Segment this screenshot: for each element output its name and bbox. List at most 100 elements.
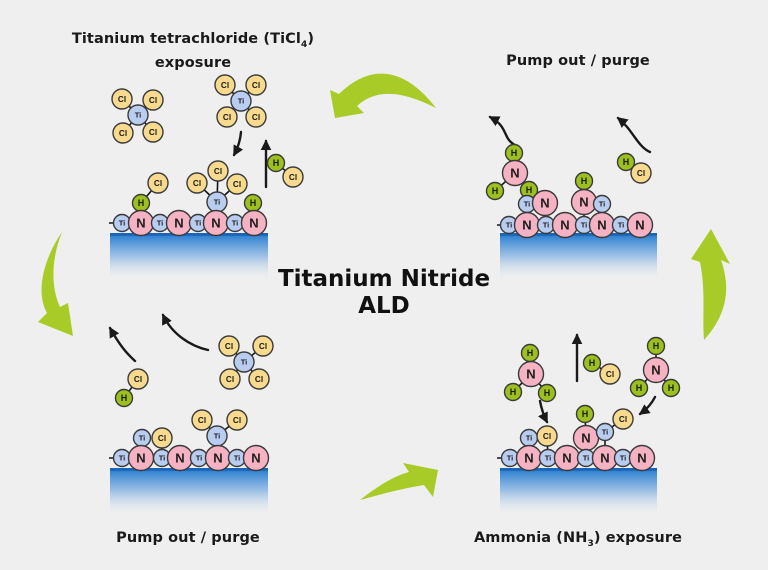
subscript-4: 4 <box>301 39 308 50</box>
atom-label-Cl: Cl <box>255 375 263 384</box>
atom-label-Ti: Ti <box>238 97 245 106</box>
atom-label-Ti: Ti <box>119 219 126 228</box>
atom-label-Ti: Ti <box>139 434 146 443</box>
atom-Cl <box>191 409 213 431</box>
atom-label-Cl: Cl <box>198 416 206 425</box>
atom-label-Ti: Ti <box>581 221 588 230</box>
atom-label-Ti: Ti <box>195 219 202 228</box>
atom-label-N: N <box>637 451 646 466</box>
atom-label-Cl: Cl <box>233 416 241 425</box>
subscript-3: 3 <box>587 538 594 549</box>
atom-label-Ti: Ti <box>157 219 164 228</box>
atom-label-Cl: Cl <box>252 81 260 90</box>
atom-label-Ti: Ti <box>241 358 248 367</box>
atom-label-H: H <box>526 185 533 195</box>
atom-label-H: H <box>273 158 280 168</box>
atom-label-H: H <box>138 198 145 208</box>
atom-label-H: H <box>653 341 660 351</box>
atom-Cl <box>219 368 241 390</box>
atom-Cl <box>151 427 173 449</box>
atom-label-Ti: Ti <box>602 428 609 437</box>
atom-label-Cl: Cl <box>223 113 231 122</box>
atom-label-Cl: Cl <box>225 342 233 351</box>
atom-label-Cl: Cl <box>233 180 241 189</box>
atom-label-N: N <box>136 216 145 231</box>
atom-label-Cl: Cl <box>193 179 201 188</box>
atom-label-H: H <box>544 388 551 398</box>
label-purge-top: Pump out / purge <box>506 53 650 69</box>
atom-Cl <box>248 368 270 390</box>
figure-title-line1: Titanium Nitride <box>277 266 491 292</box>
atom-label-N: N <box>597 218 606 233</box>
atom-N <box>242 444 270 472</box>
atom-Cl <box>226 173 248 195</box>
atom-label-H: H <box>511 148 518 158</box>
atom-N <box>517 360 545 388</box>
atom-label-Ti: Ti <box>526 434 533 443</box>
atom-H <box>575 404 595 424</box>
atom-label-N: N <box>579 195 588 210</box>
substrate-surface-line <box>110 468 268 471</box>
atom-label-Cl: Cl <box>259 342 267 351</box>
atom-N <box>626 211 654 239</box>
atom-label-N: N <box>635 218 644 233</box>
substrate-block <box>500 470 657 517</box>
atom-Cl <box>282 166 304 188</box>
cycle-arrow <box>691 229 730 340</box>
atom-label-Ti: Ti <box>543 221 550 230</box>
atom-label-Cl: Cl <box>226 375 234 384</box>
atom-H <box>537 383 557 403</box>
atom-N <box>240 209 268 237</box>
atom-Cl <box>599 363 621 385</box>
atom-label-Cl: Cl <box>289 173 297 182</box>
atom-label-Cl: Cl <box>619 415 627 424</box>
atom-Cl <box>207 160 229 182</box>
atom-label-H: H <box>582 409 589 419</box>
substrate-block <box>110 470 268 517</box>
motion-arrow <box>488 115 517 147</box>
cycle-arrow <box>38 232 73 336</box>
atom-label-H: H <box>121 393 128 403</box>
atom-label-Cl: Cl <box>118 95 126 104</box>
substrate-surface-line <box>110 233 268 236</box>
atom-label-H: H <box>668 383 675 393</box>
atom-label-Ti: Ti <box>583 454 590 463</box>
atom-H <box>629 378 649 398</box>
atom-label-N: N <box>174 216 183 231</box>
atom-label-N: N <box>175 451 184 466</box>
atom-Cl <box>112 122 134 144</box>
atom-label-H: H <box>589 358 596 368</box>
atom-Cl <box>612 408 634 430</box>
atom-label-Ti: Ti <box>232 219 239 228</box>
atom-label-Ti: Ti <box>618 221 625 230</box>
atom-label-N: N <box>581 431 590 446</box>
atom-Ti <box>233 351 255 373</box>
atom-Cl <box>630 162 652 184</box>
atom-label-Cl: Cl <box>149 128 157 137</box>
atom-label-N: N <box>600 451 609 466</box>
motion-arrow <box>161 313 210 352</box>
atom-label-N: N <box>562 451 571 466</box>
atom-H <box>582 353 602 373</box>
atom-N <box>501 159 529 187</box>
atom-label-N: N <box>136 451 145 466</box>
atom-label-Ti: Ti <box>119 454 126 463</box>
atom-label-N: N <box>510 166 519 181</box>
atom-label-Cl: Cl <box>134 375 142 384</box>
atom-H <box>661 378 681 398</box>
atom-Cl <box>147 172 169 194</box>
substrate-block <box>500 235 657 282</box>
atom-N <box>531 189 559 217</box>
cycle-arrow <box>360 463 438 500</box>
atom-label-N: N <box>213 451 222 466</box>
atom-Cl <box>226 409 248 431</box>
substrate-surface-line <box>500 468 657 471</box>
atom-N <box>642 356 670 384</box>
atom-label-N: N <box>526 367 535 382</box>
atom-label-N: N <box>251 451 260 466</box>
atom-Cl <box>142 121 164 143</box>
atom-label-H: H <box>510 387 517 397</box>
